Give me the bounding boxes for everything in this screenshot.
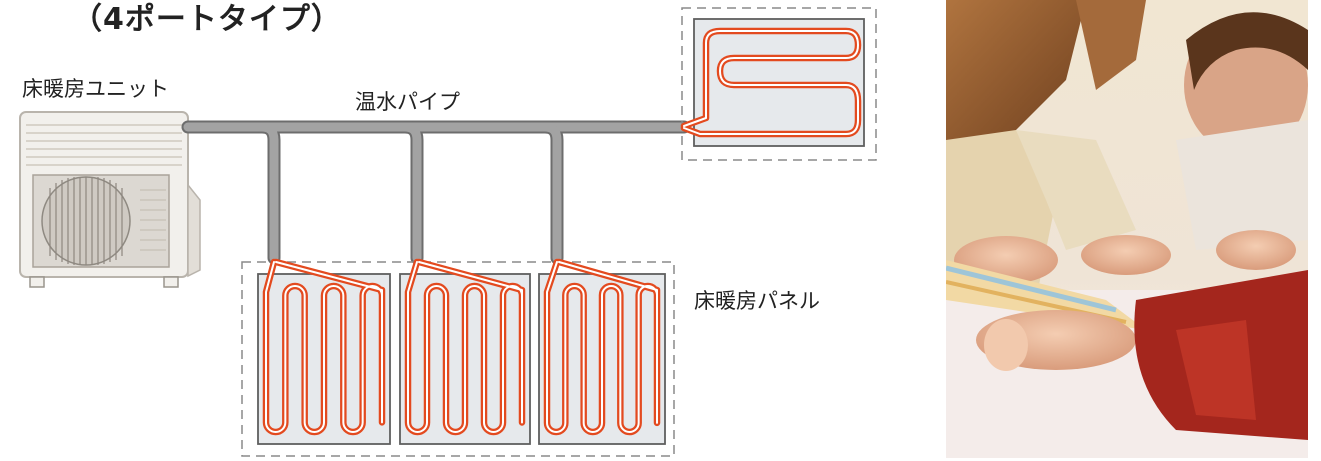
- hot-water-pipe-label: 温水パイプ: [355, 90, 460, 114]
- hot-water-pipe: [181, 120, 691, 265]
- heating-unit-label: 床暖房ユニット: [22, 77, 169, 101]
- heating-unit-illustration: [19, 111, 201, 288]
- heating-panel-group: [241, 258, 675, 457]
- heating-panel-top: [680, 7, 877, 161]
- heating-tube-2: [407, 261, 523, 433]
- diagram-title: （4ポートタイプ）: [72, 2, 342, 37]
- family-floor-photo: [946, 0, 1308, 458]
- heating-tube-3: [546, 261, 658, 433]
- heating-panel-label: 床暖房パネル: [694, 289, 820, 313]
- heating-tube-1: [265, 261, 383, 433]
- floor-heating-diagram: [19, 7, 877, 457]
